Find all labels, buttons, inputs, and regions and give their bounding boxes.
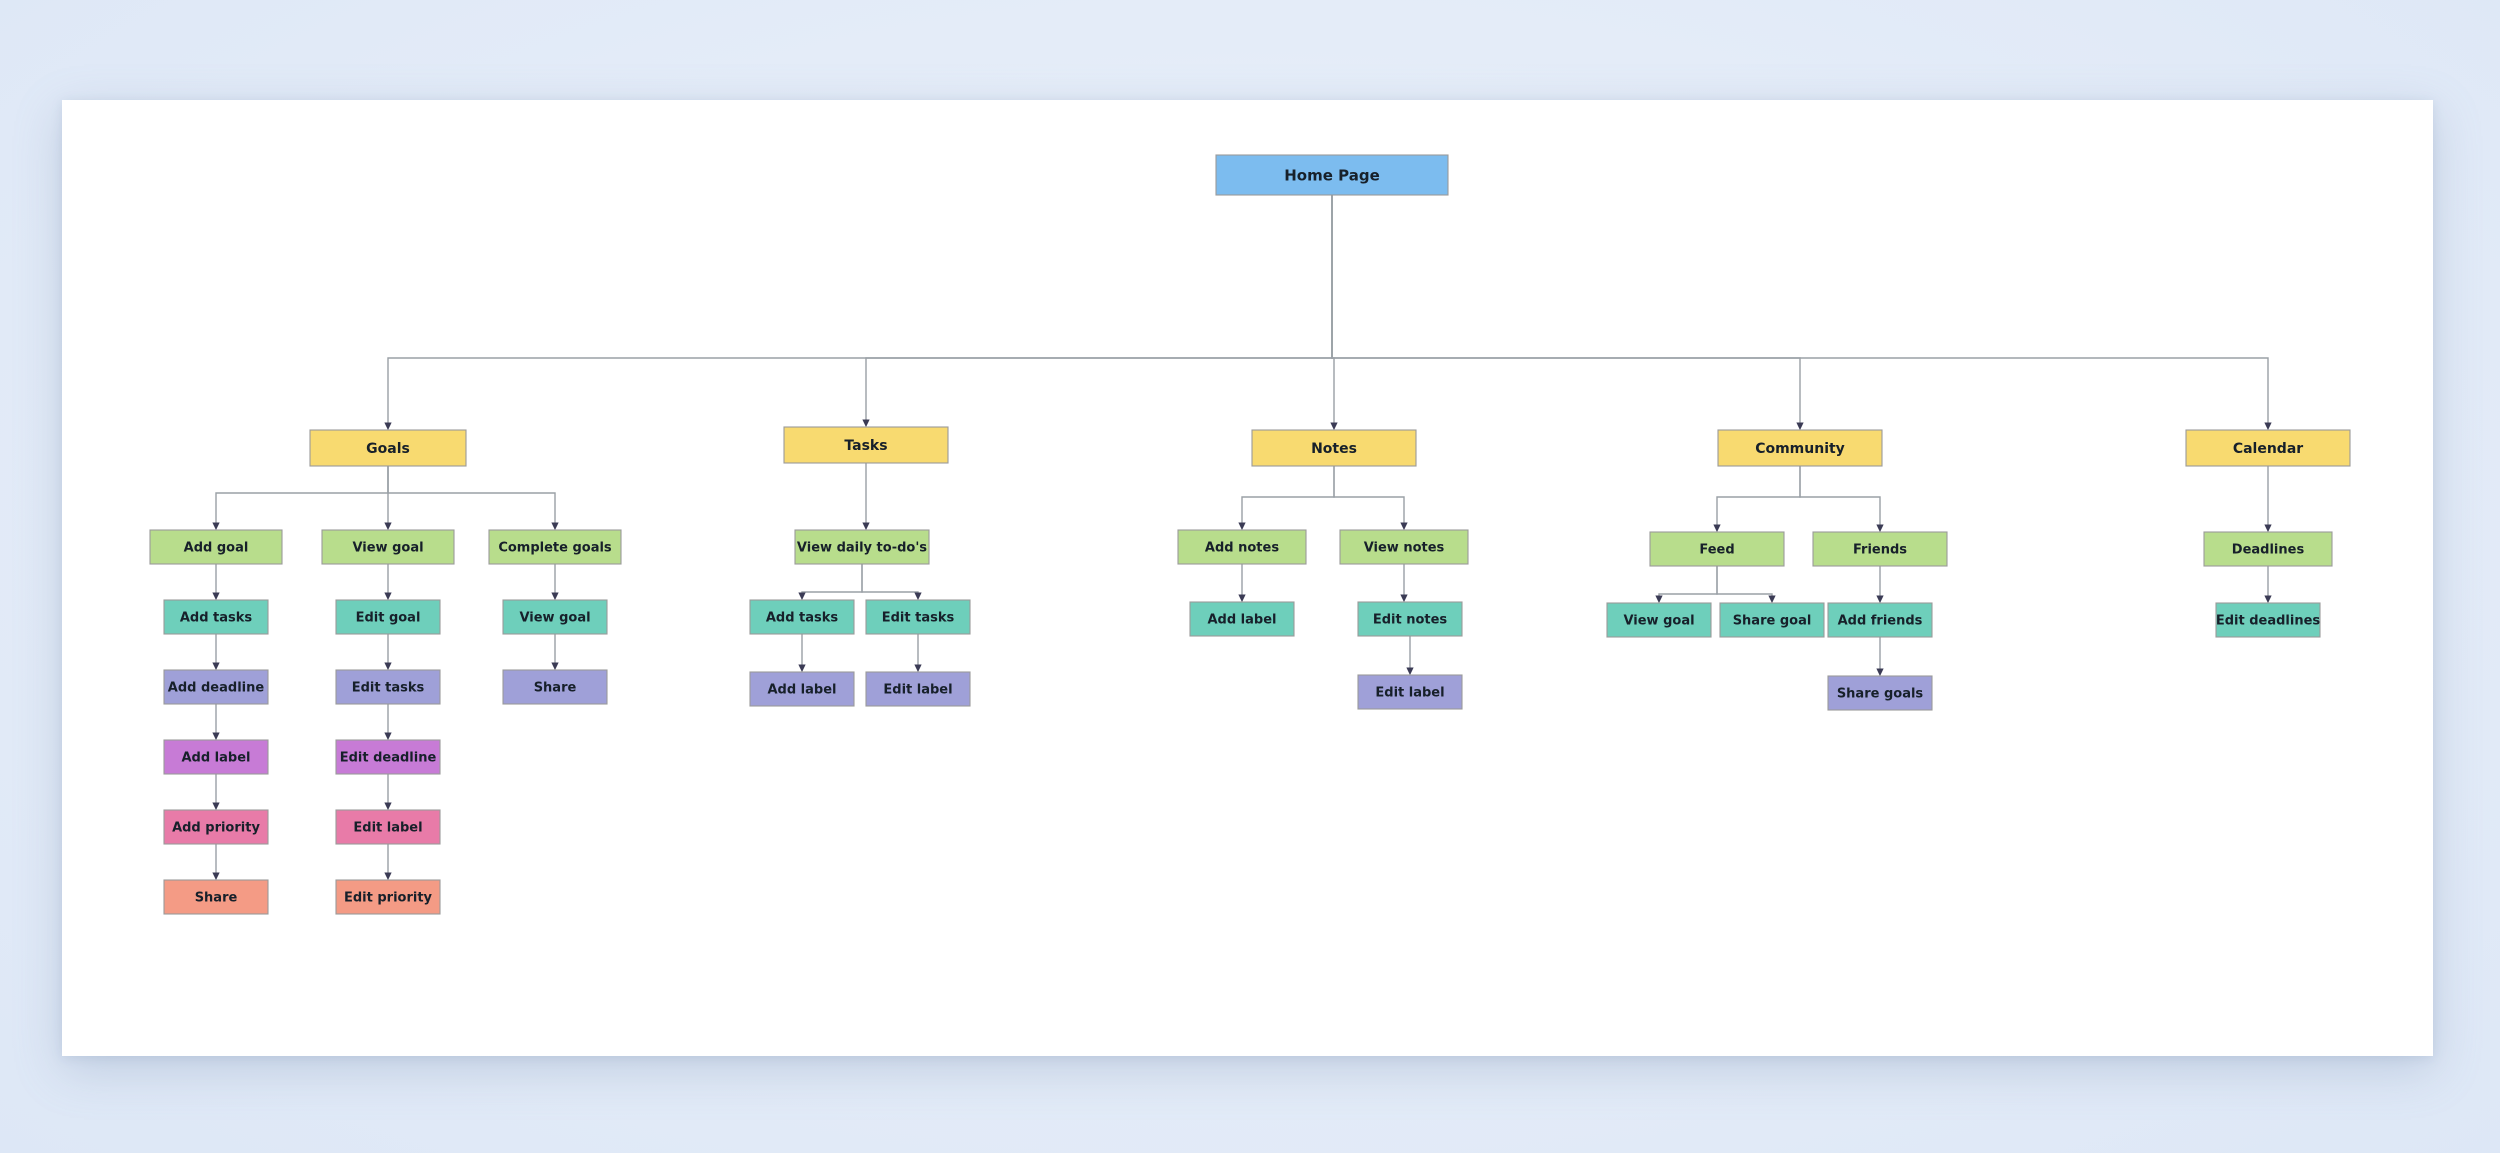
edge-notes-to-view-notes [1334, 466, 1404, 527]
node-view-daily[interactable]: View daily to-do's [795, 530, 929, 564]
node-tasks[interactable]: Tasks [784, 427, 948, 463]
node-add-deadline[interactable]: Add deadline [164, 670, 268, 704]
node-box-view-notes[interactable] [1340, 530, 1468, 564]
node-view-notes[interactable]: View notes [1340, 530, 1468, 564]
node-box-view-goal-1[interactable] [322, 530, 454, 564]
node-add-label-t[interactable]: Add label [750, 672, 854, 706]
edge-community-to-feed [1717, 466, 1800, 529]
node-box-add-label-t[interactable] [750, 672, 854, 706]
node-box-share-g[interactable] [164, 880, 268, 914]
node-edit-deadline[interactable]: Edit deadline [336, 740, 440, 774]
edge-home-to-tasks [866, 195, 1332, 424]
node-add-priority[interactable]: Add priority [164, 810, 268, 844]
node-box-add-notes[interactable] [1178, 530, 1306, 564]
node-friends[interactable]: Friends [1813, 532, 1947, 566]
node-edit-goal[interactable]: Edit goal [336, 600, 440, 634]
edge-feed-to-share-goal-f [1717, 566, 1772, 600]
node-add-label-g[interactable]: Add label [164, 740, 268, 774]
node-box-share-goals[interactable] [1828, 676, 1932, 710]
node-box-edit-deadlines[interactable] [2216, 603, 2320, 637]
node-box-add-goal[interactable] [150, 530, 282, 564]
node-box-add-tasks-g[interactable] [164, 600, 268, 634]
node-box-add-deadline[interactable] [164, 670, 268, 704]
edge-home-to-goals [388, 195, 1332, 427]
node-share-g[interactable]: Share [164, 880, 268, 914]
node-box-add-friends[interactable] [1828, 603, 1932, 637]
node-share-goal-f[interactable]: Share goal [1720, 603, 1824, 637]
node-box-friends[interactable] [1813, 532, 1947, 566]
node-view-goal-1[interactable]: View goal [322, 530, 454, 564]
node-feed[interactable]: Feed [1650, 532, 1784, 566]
node-view-goal-2[interactable]: View goal [503, 600, 607, 634]
node-box-view-goal-f[interactable] [1607, 603, 1711, 637]
node-box-edit-deadline[interactable] [336, 740, 440, 774]
node-edit-label-n[interactable]: Edit label [1358, 675, 1462, 709]
node-box-add-priority[interactable] [164, 810, 268, 844]
node-add-tasks-t[interactable]: Add tasks [750, 600, 854, 634]
node-box-add-tasks-t[interactable] [750, 600, 854, 634]
node-add-label-n[interactable]: Add label [1190, 602, 1294, 636]
node-box-community[interactable] [1718, 430, 1882, 466]
node-box-complete-goals[interactable] [489, 530, 621, 564]
node-box-calendar[interactable] [2186, 430, 2350, 466]
node-box-edit-label-g[interactable] [336, 810, 440, 844]
edge-goals-to-complete-goals [388, 466, 555, 527]
node-box-edit-tasks-g[interactable] [336, 670, 440, 704]
node-add-friends[interactable]: Add friends [1828, 603, 1932, 637]
node-box-tasks[interactable] [784, 427, 948, 463]
node-box-edit-label-n[interactable] [1358, 675, 1462, 709]
node-box-edit-label-t[interactable] [866, 672, 970, 706]
node-box-edit-tasks-t[interactable] [866, 600, 970, 634]
node-edit-deadlines[interactable]: Edit deadlines [2216, 603, 2321, 637]
node-view-goal-f[interactable]: View goal [1607, 603, 1711, 637]
node-notes[interactable]: Notes [1252, 430, 1416, 466]
node-home[interactable]: Home Page [1216, 155, 1448, 195]
edge-feed-to-view-goal-f [1659, 566, 1717, 600]
node-add-goal[interactable]: Add goal [150, 530, 282, 564]
node-box-view-daily[interactable] [795, 530, 929, 564]
node-community[interactable]: Community [1718, 430, 1882, 466]
edge-view-daily-to-edit-tasks-t [862, 564, 918, 597]
node-box-share-goal-f[interactable] [1720, 603, 1824, 637]
node-box-deadlines[interactable] [2204, 532, 2332, 566]
node-box-edit-priority[interactable] [336, 880, 440, 914]
node-box-add-label-g[interactable] [164, 740, 268, 774]
node-box-home[interactable] [1216, 155, 1448, 195]
node-box-notes[interactable] [1252, 430, 1416, 466]
node-share-goals[interactable]: Share goals [1828, 676, 1932, 710]
edge-home-to-community [1332, 195, 1800, 427]
edge-community-to-friends [1800, 466, 1880, 529]
node-box-share-c[interactable] [503, 670, 607, 704]
edge-notes-to-add-notes [1242, 466, 1334, 527]
node-edit-label-t[interactable]: Edit label [866, 672, 970, 706]
node-edit-label-g[interactable]: Edit label [336, 810, 440, 844]
node-deadlines[interactable]: Deadlines [2204, 532, 2332, 566]
edge-goals-to-add-goal [216, 466, 388, 527]
edge-view-daily-to-add-tasks-t [802, 564, 862, 597]
node-edit-priority[interactable]: Edit priority [336, 880, 440, 914]
node-edit-tasks-g[interactable]: Edit tasks [336, 670, 440, 704]
node-box-edit-goal[interactable] [336, 600, 440, 634]
node-box-view-goal-2[interactable] [503, 600, 607, 634]
node-box-edit-notes[interactable] [1358, 602, 1462, 636]
node-calendar[interactable]: Calendar [2186, 430, 2350, 466]
node-box-feed[interactable] [1650, 532, 1784, 566]
node-share-c[interactable]: Share [503, 670, 607, 704]
node-add-notes[interactable]: Add notes [1178, 530, 1306, 564]
node-add-tasks-g[interactable]: Add tasks [164, 600, 268, 634]
node-edit-tasks-t[interactable]: Edit tasks [866, 600, 970, 634]
node-box-goals[interactable] [310, 430, 466, 466]
node-box-add-label-n[interactable] [1190, 602, 1294, 636]
node-complete-goals[interactable]: Complete goals [489, 530, 621, 564]
nodes-layer[interactable]: Home PageGoals Tasks Notes Community Calenda… [150, 155, 2350, 914]
node-edit-notes[interactable]: Edit notes [1358, 602, 1462, 636]
node-goals[interactable]: Goals [310, 430, 466, 466]
